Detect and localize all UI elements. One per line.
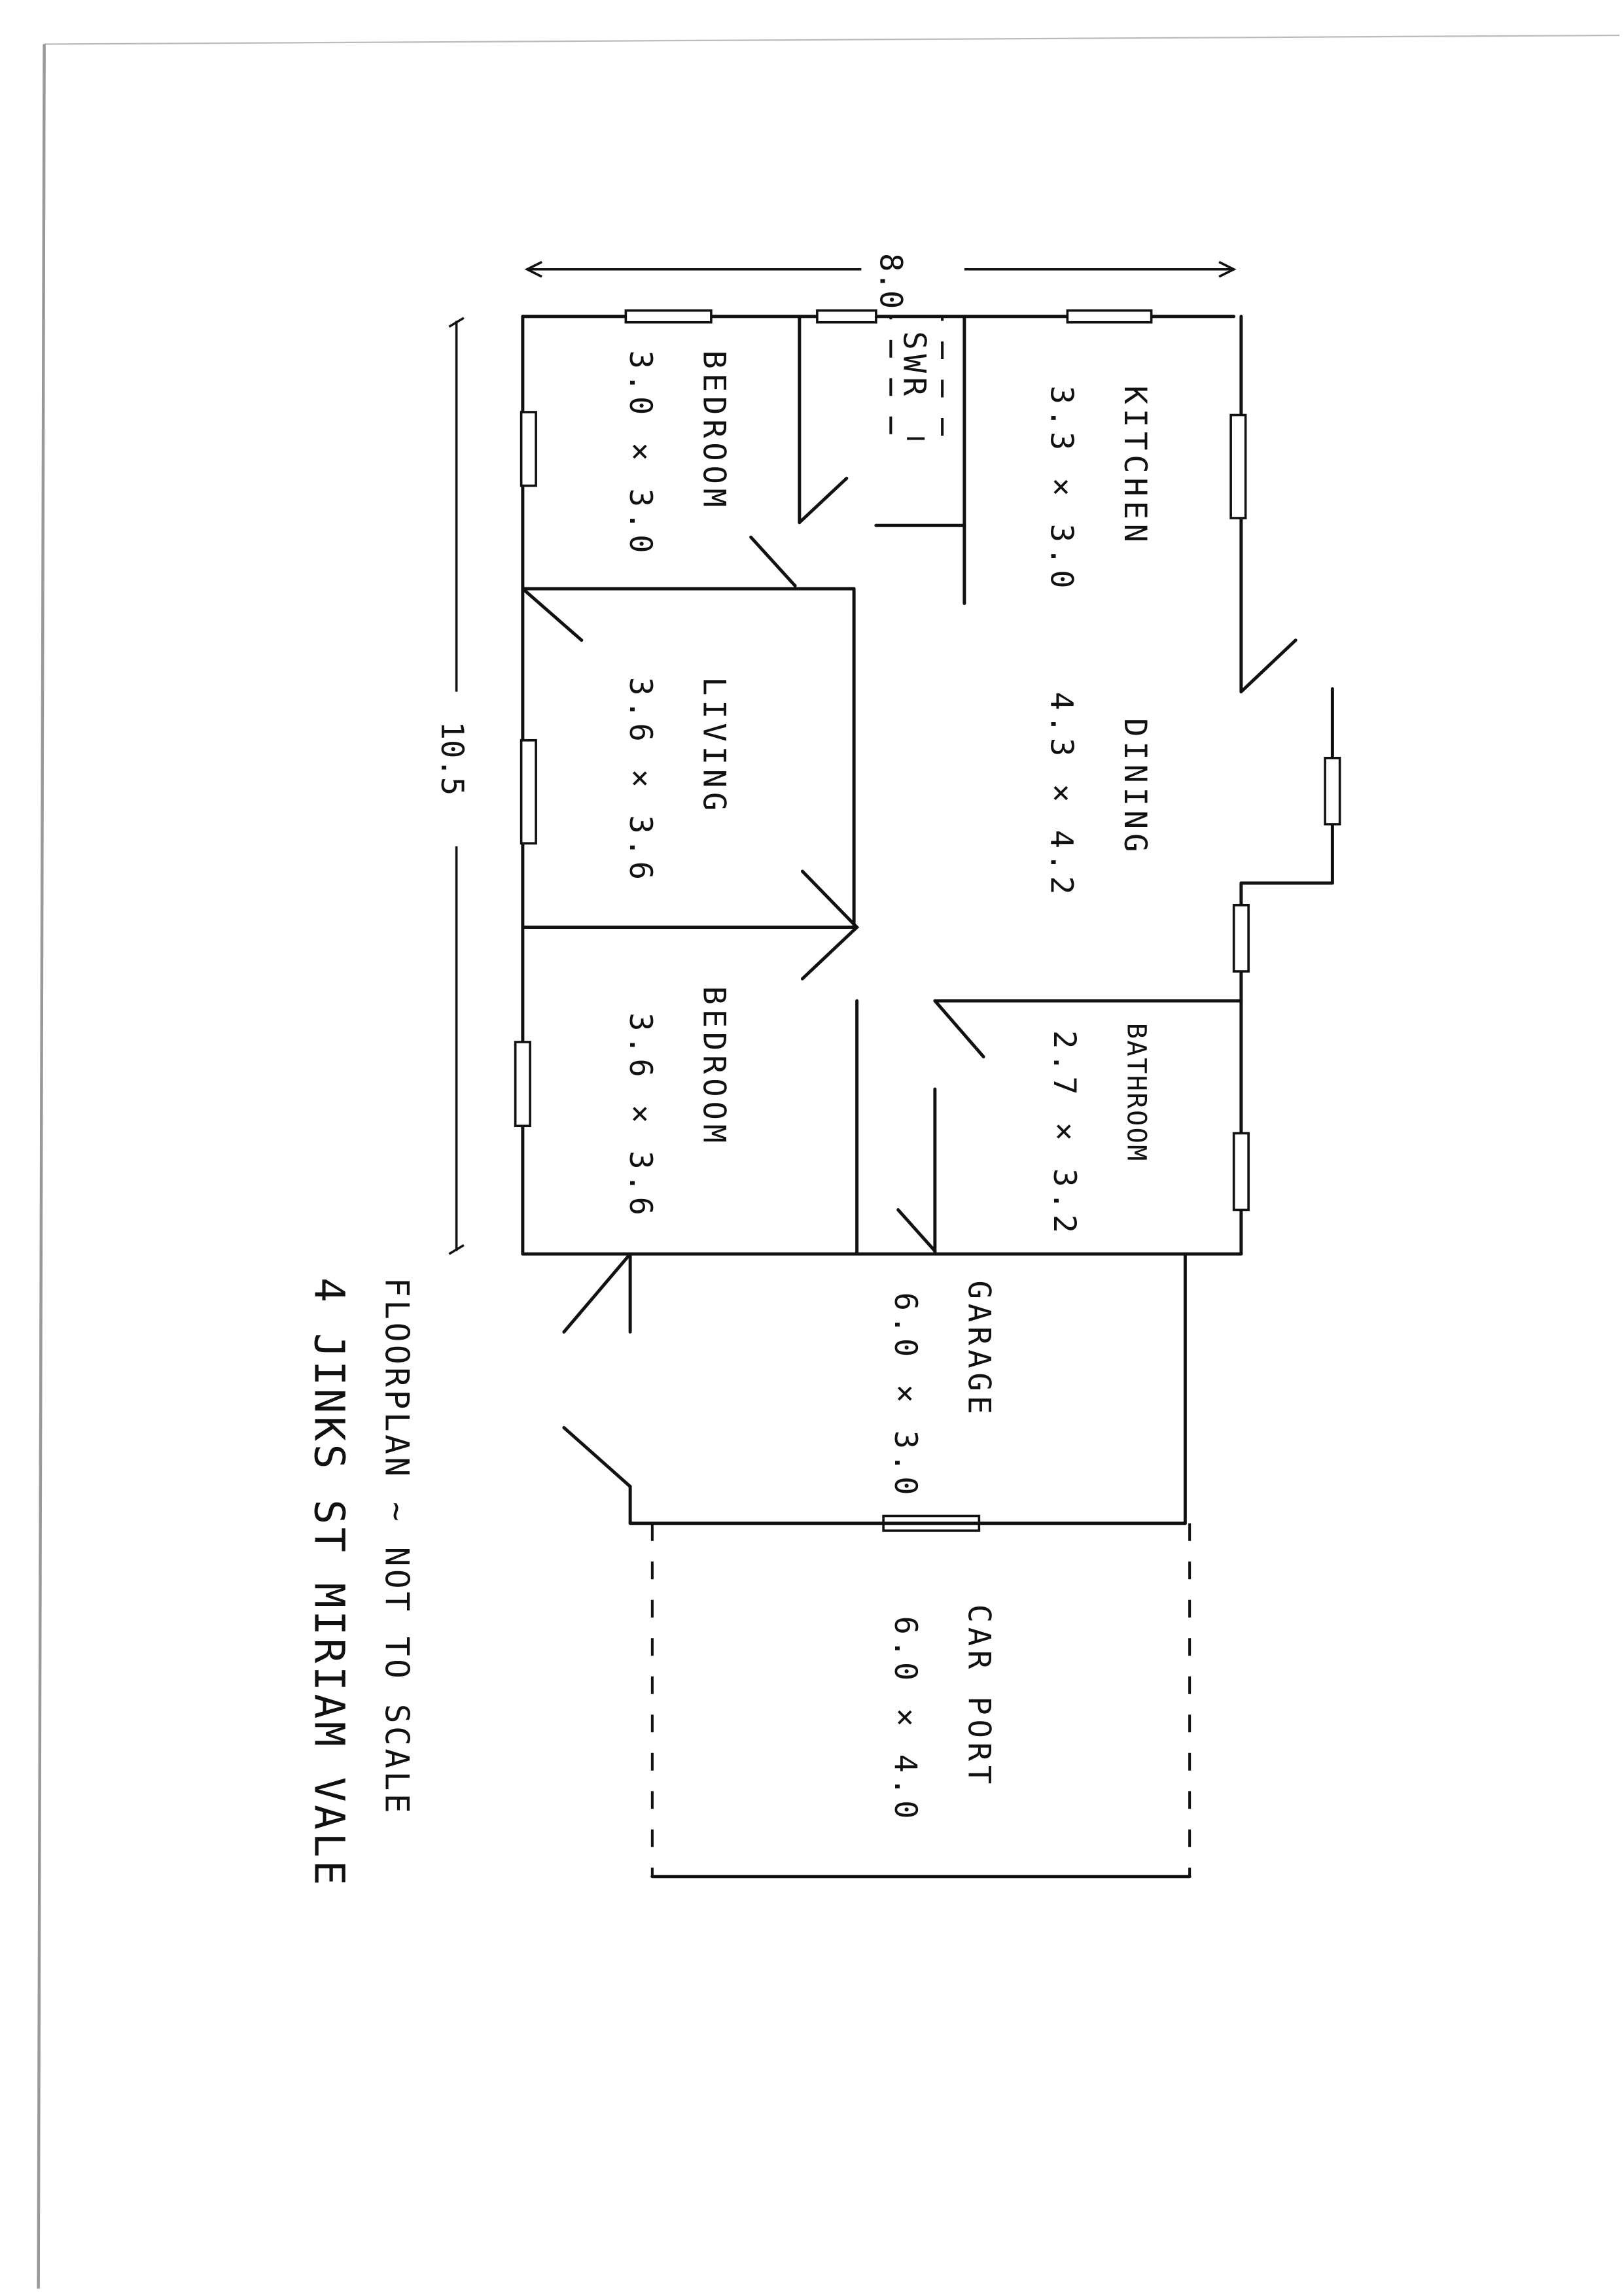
width-label: 8.0 (873, 253, 909, 309)
room-carport: CAR PORT 6.0 × 4.0 (887, 1605, 997, 1824)
room-garage: GARAGE 6.0 × 3.0 (887, 1281, 997, 1500)
title-line-1: FLOORPLAN ~ NOT TO SCALE (378, 1278, 416, 1816)
room-name: DINING (1117, 718, 1153, 856)
room-bathroom: BATHROOM 2.7 × 3.2 (1046, 1023, 1153, 1238)
room-size: 3.6 × 3.6 (622, 1013, 658, 1220)
room-size: 3.0 × 3.0 (622, 351, 658, 558)
room-name: BEDROOM (696, 351, 732, 512)
title-block: FLOORPLAN ~ NOT TO SCALE 4 JINKS ST MIRI… (306, 1278, 416, 1888)
room-dining: DINING 4.3 × 4.2 (1044, 692, 1154, 899)
carport-outline (650, 1523, 1192, 1879)
room-name: GARAGE (961, 1281, 997, 1419)
room-name: BEDROOM (696, 986, 732, 1147)
title-line-2: 4 JINKS ST MIRIAM VALE (306, 1278, 353, 1888)
windows (514, 309, 1341, 1532)
room-bedroom-2: BEDROOM 3.6 × 3.6 (622, 986, 732, 1220)
room-size: 4.3 × 4.2 (1044, 692, 1080, 899)
room-size: 3.3 × 3.0 (1044, 386, 1080, 593)
room-name: LIVING (696, 677, 732, 815)
width-dimension: 8.0 (524, 253, 1237, 309)
room-size: 6.0 × 3.0 (887, 1293, 923, 1500)
room-bedroom-1: BEDROOM 3.0 × 3.0 (622, 351, 732, 558)
room-size: 2.7 × 3.2 (1046, 1030, 1082, 1238)
garage-walls (562, 1252, 1187, 1525)
length-dimension: 10.5 (434, 317, 470, 1255)
room-kitchen: KITCHEN 3.3 × 3.0 (1044, 386, 1154, 593)
room-size: 6.0 × 4.0 (887, 1616, 923, 1824)
interior-walls (521, 315, 1297, 1256)
room-name: KITCHEN (1117, 386, 1153, 547)
room-name: BATHROOM (1121, 1023, 1153, 1162)
length-label: 10.5 (434, 722, 470, 796)
room-living: LIVING 3.6 × 3.6 (622, 677, 732, 884)
room-swr: SWR (896, 331, 932, 400)
room-name: CAR PORT (961, 1605, 997, 1789)
page-border (37, 34, 1620, 2289)
room-name: SWR (896, 331, 932, 400)
room-size: 3.6 × 3.6 (622, 677, 658, 884)
